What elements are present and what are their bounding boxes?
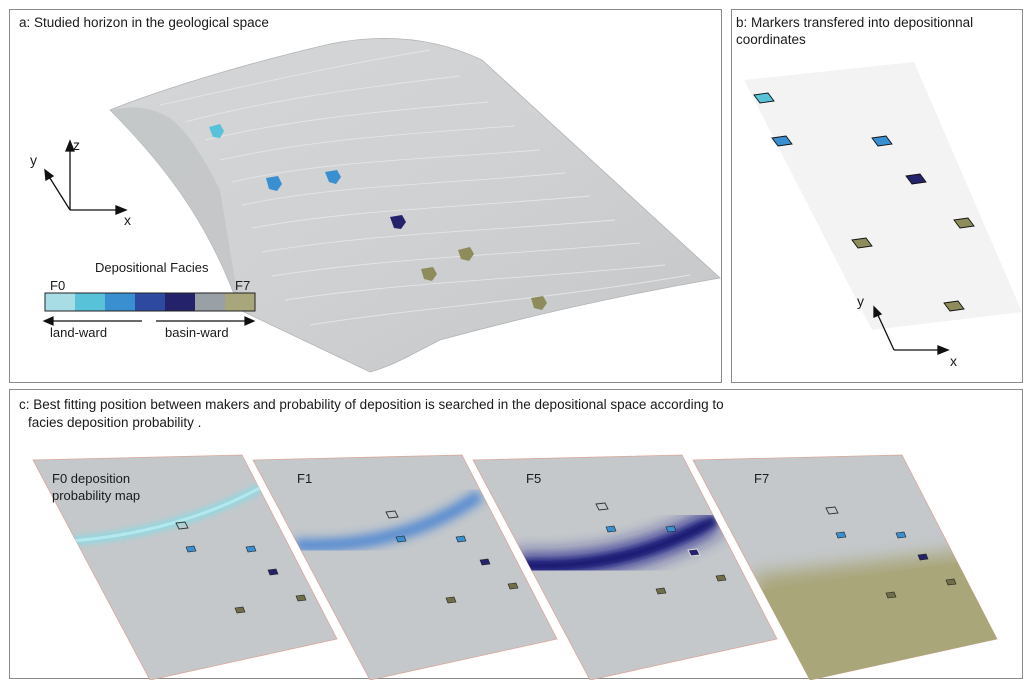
marker-f1 — [209, 124, 224, 138]
facies-swatch-f3 — [135, 293, 166, 311]
probability-maps: F0 deposition probability map F1 — [32, 454, 998, 680]
map-f5-label: F5 — [526, 471, 541, 486]
facies-swatch-f1 — [75, 293, 106, 311]
panel-c-title-line2: facies deposition probability . — [28, 415, 202, 430]
axis-z-label: z — [73, 137, 80, 153]
marker-f7 — [953, 217, 975, 229]
marker-f7 — [943, 300, 965, 312]
facies-swatch-f5 — [195, 293, 226, 311]
marker-f7 — [458, 247, 474, 261]
axes-2d-icon — [873, 305, 950, 355]
landward-label: land-ward — [50, 325, 107, 340]
facies-swatch-f4 — [165, 293, 196, 311]
axis-x-label: x — [950, 353, 957, 369]
horizon-fold-shade — [110, 107, 240, 310]
marker-f7 — [421, 267, 437, 281]
basinward-arrow — [156, 316, 256, 326]
map-f1-label: F1 — [297, 471, 312, 486]
depositional-plane — [744, 62, 1022, 330]
facies-swatch-f6 — [225, 293, 256, 311]
panel-b-title-line2: coordinates — [736, 32, 806, 47]
marker-f4 — [390, 215, 406, 229]
marker-f4 — [905, 173, 927, 185]
marker-f7 — [851, 237, 873, 249]
horizon-contour-lines — [159, 49, 691, 326]
landward-arrow — [42, 316, 142, 326]
legend-border — [44, 292, 256, 312]
legend-title: Depositional Facies — [95, 260, 209, 275]
legend-start-label: F0 — [50, 278, 65, 293]
marker-f2 — [325, 170, 341, 184]
marker-f2 — [266, 176, 282, 191]
map-f0-label-line2: probability map — [52, 488, 140, 503]
panel-a-title: a: Studied horizon in the geological spa… — [19, 15, 269, 30]
facies-swatch-f0 — [45, 293, 76, 311]
horizon-3d-view: z x y Depositional Facies F0 F7 land-war… — [30, 37, 721, 373]
probability-map-f5: F5 — [472, 454, 778, 680]
marker-f1 — [753, 92, 775, 104]
horizon-surface — [109, 37, 721, 373]
probability-map-f0: F0 deposition probability map — [32, 454, 338, 680]
facies-swatch-f2 — [105, 293, 136, 311]
panel-a: a: Studied horizon in the geological spa… — [9, 9, 722, 383]
map-f7-label: F7 — [754, 471, 769, 486]
basinward-label: basin-ward — [165, 325, 229, 340]
axis-y-label: y — [857, 293, 864, 309]
panel-b: b: Markers transfered into depositionnal… — [731, 9, 1023, 383]
probability-map-f1: F1 — [252, 454, 558, 680]
panel-c: c: Best fitting position between makers … — [9, 389, 1023, 680]
depositional-coordinates-view: x y — [744, 62, 1022, 369]
panel-b-title-line1: b: Markers transfered into depositionnal — [736, 15, 974, 30]
marker-f2 — [871, 135, 893, 147]
facies-color-scale — [45, 293, 256, 311]
axis-y-label: y — [30, 152, 37, 168]
axes-3d-icon — [44, 139, 128, 215]
axis-x-label: x — [124, 212, 131, 228]
marker-squares — [753, 92, 975, 312]
legend-end-label: F7 — [235, 278, 250, 293]
marker-f7 — [531, 296, 547, 310]
marker-f2 — [771, 135, 793, 147]
map-f0-label-line1: F0 deposition — [52, 471, 130, 486]
panel-c-title-line1: c: Best fitting position between makers … — [19, 397, 724, 412]
